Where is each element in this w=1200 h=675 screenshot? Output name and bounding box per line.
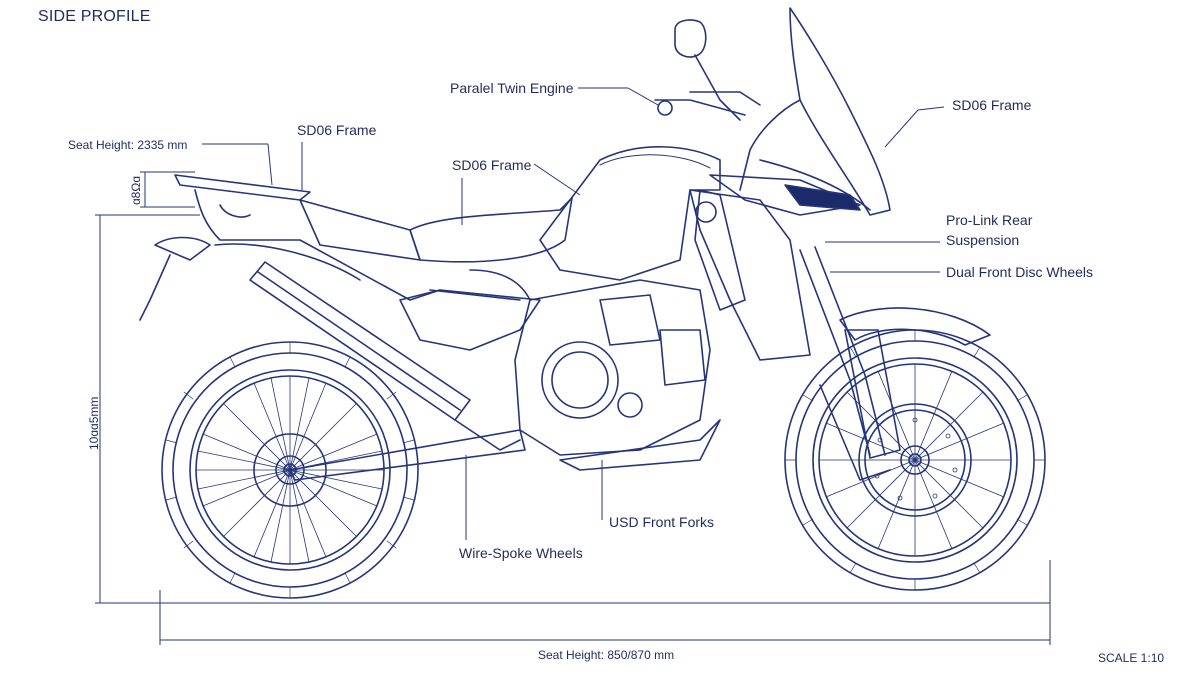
label-front-disc: Dual Front Disc Wheels (946, 264, 1094, 280)
scale-label: SCALE 1:10 (1098, 651, 1165, 665)
subframe (399, 289, 541, 351)
label-pro-link-line2: Suspension (946, 232, 1020, 248)
dimension-seat-offset: ɑ8Ωɑ (129, 176, 143, 205)
engine (429, 269, 721, 471)
label-frame-left: SD06 Frame (297, 122, 377, 138)
page-title: SIDE PROFILE (38, 8, 151, 25)
rear-tail (139, 174, 441, 321)
label-pro-link-line1: Pro-Link Rear (946, 212, 1033, 228)
dimension-lines (95, 87, 1051, 645)
front-wheel (784, 329, 1046, 591)
swingarm (289, 429, 526, 481)
label-frame-right: SD06 Frame (952, 97, 1032, 113)
label-front-forks: USD Front Forks (609, 514, 715, 530)
mirror-handlebar (654, 19, 761, 121)
seat (409, 197, 573, 263)
label-spoke-wheels: Wire-Spoke Wheels (459, 545, 583, 561)
front-fender (839, 307, 991, 346)
label-frame-center: SD06 Frame (452, 157, 532, 173)
front-fairing (689, 7, 891, 361)
front-forks (799, 246, 901, 481)
fuel-tank (539, 146, 721, 281)
exhaust (249, 261, 521, 451)
label-engine: Paralel Twin Engine (450, 80, 574, 96)
label-seat-height-top: Seat Height: 2335 mm (68, 138, 188, 152)
dimension-overall-height: 10ɑɑ5mm (87, 396, 101, 450)
dimension-seat-height-bottom: Seat Height: 850/870 mm (538, 648, 675, 662)
